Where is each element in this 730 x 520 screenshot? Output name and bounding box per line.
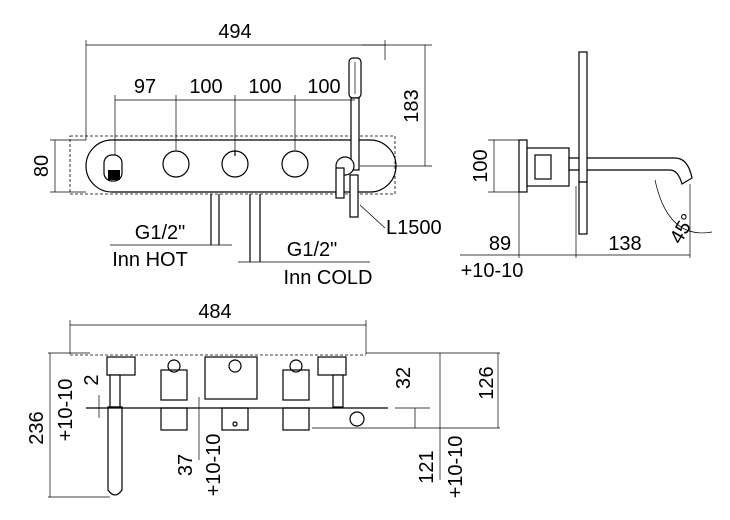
side-plate [518, 139, 528, 193]
diverter-body [204, 356, 258, 400]
dim-shower-height: 183 [401, 89, 423, 122]
dim-knob-depth: 37 [175, 454, 197, 476]
valve-port [289, 359, 303, 373]
dim-wall-tolerance: +10-10 [445, 436, 467, 499]
side-valve [534, 154, 552, 180]
outlet-aerator [108, 170, 120, 180]
dim-total-depth: 126 [476, 366, 498, 399]
side-spout [568, 157, 693, 185]
side-hose [578, 181, 588, 235]
knob-dot [232, 421, 238, 427]
left-elbow [106, 356, 136, 376]
top-holder [349, 411, 365, 427]
dim-plate-height: 80 [31, 155, 53, 177]
hand-shower-handle [350, 97, 360, 171]
dim-overall-width: 494 [218, 21, 251, 43]
valve-port [228, 359, 242, 373]
hose-connector [335, 167, 345, 199]
dim-box-width: 484 [198, 301, 231, 323]
knob-3 [281, 150, 309, 178]
cold-thread: G1/2" [287, 239, 337, 261]
angle-arc [654, 179, 713, 234]
dim-spacing: 97 [134, 76, 156, 98]
dim-knob-tolerance: +10-10 [203, 434, 225, 497]
side-view: 100 89 +10-10 138 45° [460, 51, 713, 282]
top-view: 484 2 +10-10 236 37 +10-10 32 126 121 +1… [26, 301, 500, 498]
cold-label: Inn COLD [284, 267, 373, 289]
dim-spout-angle: 45° [666, 210, 700, 247]
dim-spout-length: 138 [608, 233, 641, 255]
knob-top [282, 407, 310, 431]
embedded-box-outline [69, 135, 396, 195]
dim-left-tolerance: +10-10 [55, 379, 77, 442]
spout-stem [109, 374, 121, 408]
knob-top [160, 407, 188, 431]
hot-thread: G1/2" [135, 222, 185, 244]
dim-spacing: 100 [189, 76, 222, 98]
dim-side-height: 100 [470, 149, 492, 182]
hose-length: L1500 [386, 217, 442, 239]
leader [359, 204, 386, 229]
dim-depth-tolerance: +10-10 [461, 260, 524, 282]
knob-1 [162, 150, 190, 178]
valve-body [160, 369, 188, 401]
dim-spacing: 100 [248, 76, 281, 98]
side-shower [578, 51, 588, 183]
valve-body [282, 369, 310, 401]
knob-top [221, 407, 249, 431]
hose-stem [332, 374, 344, 408]
dim-spacing: 100 [307, 76, 340, 98]
valve-port [167, 359, 181, 373]
right-elbow [317, 356, 347, 376]
dim-wall-depth: 121 [416, 450, 438, 483]
dim-plate-offset: 2 [81, 374, 103, 385]
dim-spout-depth: 236 [26, 411, 48, 444]
dim-depth: 89 [489, 233, 511, 255]
hose-pipe [349, 174, 359, 218]
top-spout [107, 406, 123, 496]
front-view: 494 97 100 100 100 183 80 G1/2" Inn HOT … [31, 21, 442, 289]
dim-outlet-depth: 32 [393, 367, 415, 389]
hot-label: Inn HOT [112, 249, 188, 271]
